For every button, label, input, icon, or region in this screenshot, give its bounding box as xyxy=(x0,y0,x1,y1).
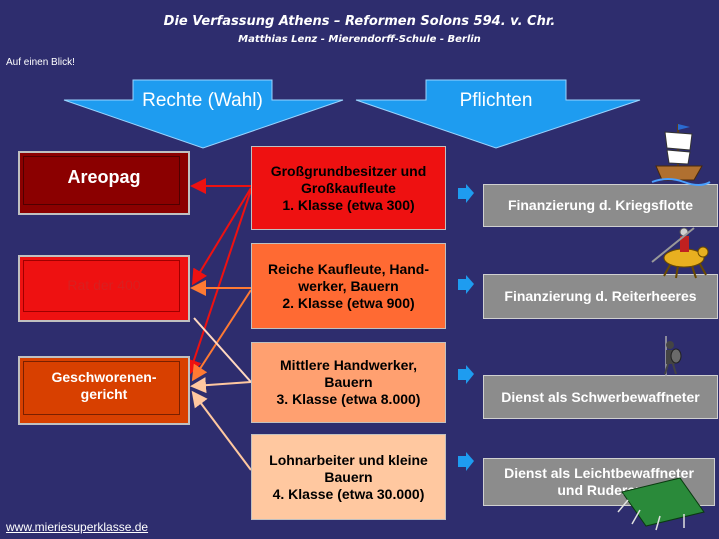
rights-banner-label: Rechte (Wahl) xyxy=(142,90,263,111)
organ-inner-frame xyxy=(23,361,180,415)
organ-gericht: Geschworenen- gericht xyxy=(18,356,190,425)
organ-rat-label: Rat der 400 xyxy=(67,276,141,293)
organ-gericht-label: Geschworenen- gericht xyxy=(51,368,157,402)
class-box-1: Großgrundbesitzer und Großkaufleute 1. K… xyxy=(251,146,446,230)
class-box-4: Lohnarbeiter und kleine Bauern 4. Klasse… xyxy=(251,434,446,520)
duty-box-3: Dienst als Schwerbewaffneter xyxy=(483,375,718,419)
arrow-class3-gericht xyxy=(190,377,252,394)
arrow-class1-gericht xyxy=(186,189,252,376)
arrow-class4-gericht xyxy=(191,390,252,471)
arrow-class2-gericht xyxy=(191,289,252,382)
page-title: Die Verfassung Athens – Reformen Solons … xyxy=(163,14,556,29)
duties-banner-shape xyxy=(355,79,641,149)
footer-link[interactable]: www.mieriesuperklasse.de xyxy=(6,520,149,534)
organ-inner-frame xyxy=(23,260,180,312)
blue-arrow-2 xyxy=(458,275,474,294)
organ-rat: Rat der 400 xyxy=(18,255,190,322)
ship-icon xyxy=(651,124,711,186)
arrow-class1-rat xyxy=(191,187,252,286)
rights-banner-shape xyxy=(63,79,344,149)
class-box-2: Reiche Kaufleute, Hand- werker, Bauern 2… xyxy=(251,243,446,329)
rowing-boat-icon xyxy=(617,477,705,531)
duty-box-1: Finanzierung d. Kriegsflotte xyxy=(483,184,718,227)
horseman-icon xyxy=(651,227,709,279)
hoplite-icon xyxy=(664,336,682,376)
organ-areopag: Areopag xyxy=(18,151,190,215)
glance-label: Auf einen Blick! xyxy=(6,57,75,68)
duties-banner-label: Pflichten xyxy=(459,90,533,111)
organ-inner-frame xyxy=(23,156,180,205)
blue-arrow-4 xyxy=(458,452,474,471)
page-subtitle: Matthias Lenz - Mierendorff-Schule - Ber… xyxy=(238,34,481,45)
organ-areopag-label: Areopag xyxy=(67,166,141,187)
blue-arrow-1 xyxy=(458,184,474,203)
arrow-class3-rat-back xyxy=(193,317,252,383)
duty-box-2: Finanzierung d. Reiterheeres xyxy=(483,274,718,319)
class-box-3: Mittlere Handwerker, Bauern 3. Klasse (e… xyxy=(251,342,446,423)
blue-arrow-3 xyxy=(458,365,474,384)
